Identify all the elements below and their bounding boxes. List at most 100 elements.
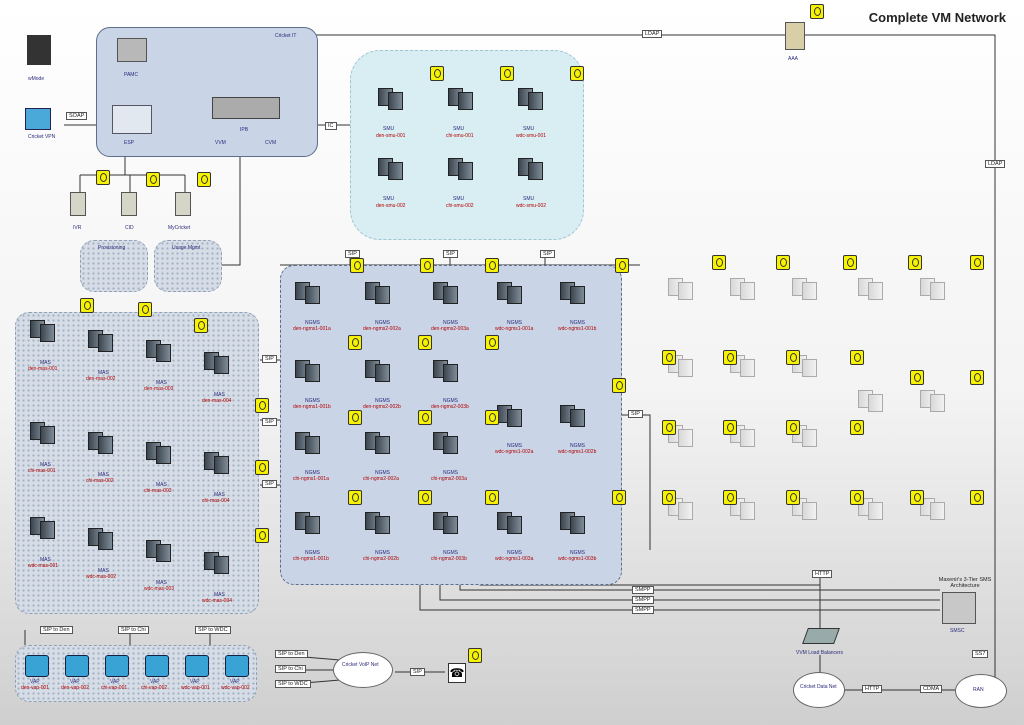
- pamc-label: PAMC: [124, 72, 139, 78]
- smu-name-5: wdc-smu-002: [516, 203, 547, 209]
- ngms-server-icon: [365, 432, 391, 454]
- ngms-role-0: NGMS: [305, 320, 320, 326]
- security-lock-icon: [970, 370, 984, 385]
- aaa-label: AAA: [788, 56, 799, 62]
- ngms-name-16: wdc-ngms1-003a: [495, 556, 534, 562]
- mas-name-2: den-mas-003: [144, 386, 174, 392]
- cdma-tag: CDMA: [920, 685, 943, 693]
- ngms-server-icon: [433, 432, 459, 454]
- security-lock-icon: [418, 335, 432, 350]
- smsc-server-icon: [942, 592, 976, 624]
- smpp-tag-1: SMPP: [632, 586, 654, 594]
- ngms-role-11: NGMS: [375, 470, 390, 476]
- vap-name-4: wdc-vap-001: [181, 685, 210, 691]
- ngms-server-icon: [295, 282, 321, 304]
- smpp-tag-2: SMPP: [632, 596, 654, 604]
- mas-role-3: MAS: [214, 392, 225, 398]
- vap-router-icon: [25, 655, 49, 677]
- smsc-title: Maxenir's 3-Tier SMS Architecture: [938, 577, 992, 589]
- ngms-name-17: wdc-ngms1-003b: [558, 556, 597, 562]
- mycricket-label: MyCricket: [168, 225, 191, 231]
- ngms-server-icon: [365, 512, 391, 534]
- ngms-server-icon: [295, 512, 321, 534]
- mas-server-icon: [30, 320, 56, 342]
- security-lock-icon: [810, 4, 824, 19]
- security-lock-icon: [970, 490, 984, 505]
- vap-role-0: VAP: [30, 679, 40, 685]
- security-lock-icon: [615, 258, 629, 273]
- sip-to-wdc-tag-2: SIP to WDC: [275, 680, 311, 688]
- sip-tag-3: SIP: [540, 250, 555, 258]
- security-lock-icon: [570, 66, 584, 81]
- security-lock-icon: [910, 370, 924, 385]
- cricket-data-label: Cricket Data Net: [800, 684, 837, 690]
- ngms-name-7: den-ngms2-003b: [431, 404, 469, 410]
- security-lock-icon: [723, 420, 737, 435]
- ngms-server-icon: [433, 512, 459, 534]
- ivr-server-icon: [70, 192, 86, 216]
- mas-server-icon: [204, 352, 230, 374]
- security-lock-icon: [786, 490, 800, 505]
- ngms-name-6: den-ngms2-002b: [363, 404, 401, 410]
- ldap-tag-right: LDAP: [985, 160, 1006, 168]
- mas-name-6: chi-mas-003: [144, 488, 172, 494]
- security-lock-icon: [194, 318, 208, 333]
- security-lock-icon: [786, 420, 800, 435]
- ran-label: RAN: [973, 687, 984, 693]
- ngms-role-4: NGMS: [570, 320, 585, 326]
- ngms-server-icon: [560, 282, 586, 304]
- vap-name-2: chi-vap-001: [101, 685, 128, 691]
- mas-name-9: wdc-mas-002: [86, 574, 117, 580]
- ivr-label: IVR: [73, 225, 82, 231]
- security-lock-icon: [348, 335, 362, 350]
- load-balancer-icon: [802, 628, 840, 644]
- ngms-role-15: NGMS: [443, 550, 458, 556]
- security-lock-icon: [138, 302, 152, 317]
- security-lock-icon: [420, 258, 434, 273]
- ngms-role-8: NGMS: [507, 443, 522, 449]
- security-lock-icon: [662, 350, 676, 365]
- smsc-label: SMSC: [950, 628, 965, 634]
- ngms-role-5: NGMS: [305, 398, 320, 404]
- mas-role-2: MAS: [156, 380, 167, 386]
- provisioning-zone: [80, 240, 148, 292]
- smu-name-0: den-smu-001: [376, 133, 406, 139]
- vap-name-1: den-vap-002: [61, 685, 90, 691]
- security-lock-icon: [485, 335, 499, 350]
- security-lock-icon: [850, 490, 864, 505]
- cricket-vpn-label: Cricket VPN: [28, 134, 56, 140]
- ngms-role-13: NGMS: [305, 550, 320, 556]
- mas-name-10: wdc-mas-003: [144, 586, 175, 592]
- ngms-server-icon: [433, 282, 459, 304]
- mas-name-4: chi-mas-001: [28, 468, 56, 474]
- ngms-role-14: NGMS: [375, 550, 390, 556]
- ss7-tag: SS7: [972, 650, 989, 658]
- cricket-it-label: Cricket IT: [275, 33, 297, 39]
- vap-router-icon: [65, 655, 89, 677]
- ngms-role-6: NGMS: [375, 398, 390, 404]
- pamc-server-icon: [117, 38, 147, 62]
- security-lock-icon: [970, 255, 984, 270]
- wmode-icon: [27, 35, 51, 65]
- sip-to-den-tag: SIP to Den: [40, 626, 73, 634]
- smu-role-0: SMU: [383, 126, 395, 132]
- security-lock-icon: [908, 255, 922, 270]
- ngms-name-13: chi-ngms1-001b: [293, 556, 329, 562]
- vap-router-icon: [145, 655, 169, 677]
- soap-tag: SOAP: [66, 112, 88, 120]
- vap-name-3: chi-vap-002: [141, 685, 168, 691]
- mas-role-0: MAS: [40, 360, 51, 366]
- security-lock-icon: [843, 255, 857, 270]
- mas-server-icon: [88, 528, 114, 550]
- cvm-label: CVM: [265, 140, 277, 146]
- vap-router-icon: [225, 655, 249, 677]
- mas-server-icon: [146, 442, 172, 464]
- usage-mgmt-zone: [154, 240, 222, 292]
- security-lock-icon: [723, 350, 737, 365]
- mas-name-3: den-mas-004: [202, 398, 232, 404]
- cricket-voip-cloud: [333, 652, 393, 688]
- security-lock-icon: [723, 490, 737, 505]
- security-lock-icon: [485, 490, 499, 505]
- security-lock-icon: [776, 255, 790, 270]
